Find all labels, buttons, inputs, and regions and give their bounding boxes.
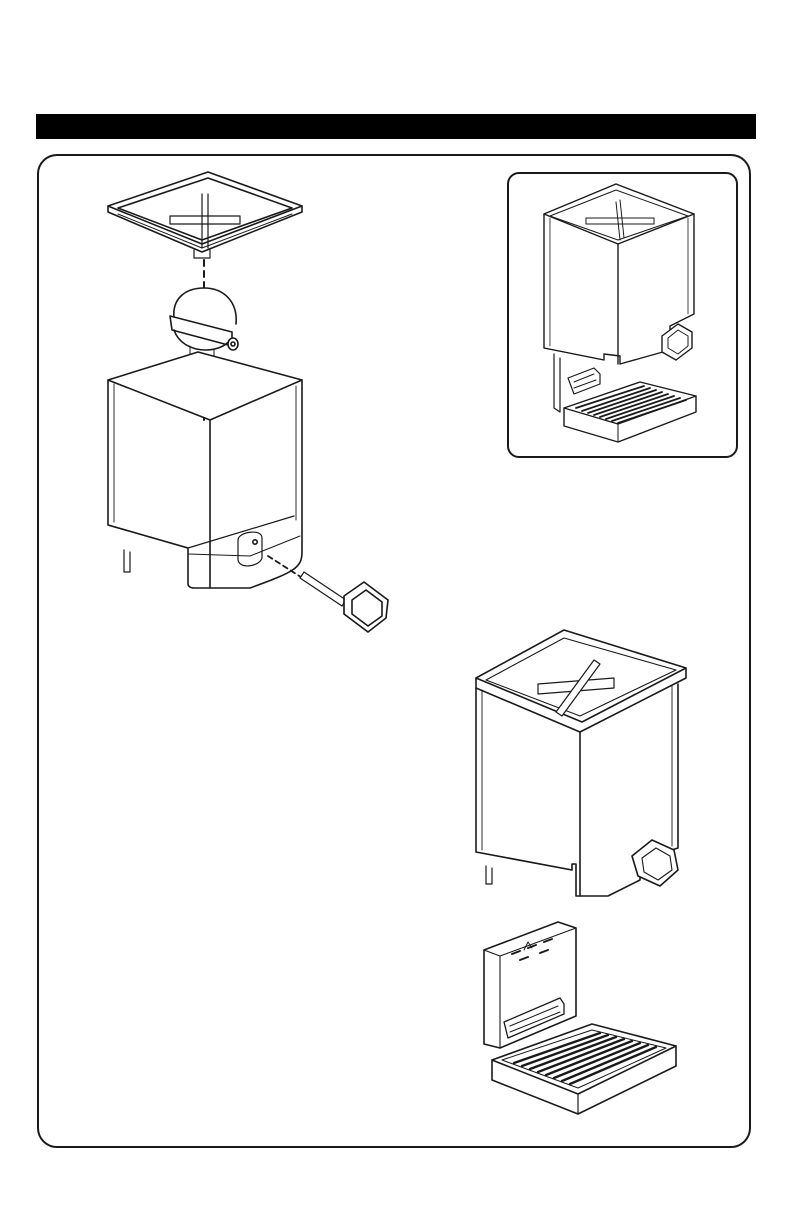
stand-with-tray-figure: [480, 920, 684, 1120]
section-header-bar: [36, 114, 756, 139]
drip-tray-icon: [564, 382, 696, 442]
knob-icon: [300, 572, 388, 632]
exploded-view-figure: [90, 160, 410, 640]
lid-icon: [108, 172, 302, 258]
hopper-with-knob-figure: [472, 624, 692, 904]
knob-icon: [662, 324, 692, 360]
knob-icon: [632, 840, 678, 886]
hopper-icon: [108, 352, 302, 588]
agitator-icon: [170, 288, 238, 358]
assembled-dispenser-figure: [520, 178, 720, 448]
stand-icon: [484, 922, 576, 1048]
